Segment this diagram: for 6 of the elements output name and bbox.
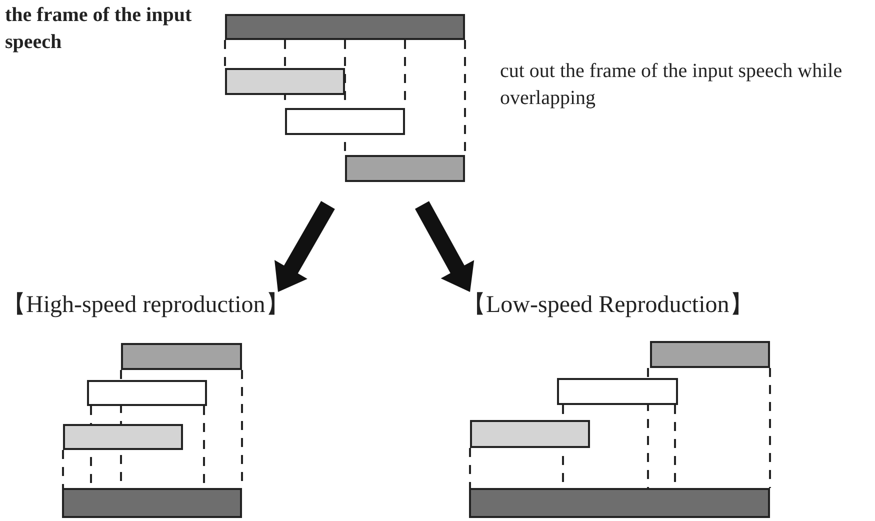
section-heading: 【Low-speed Reproduction】 (462, 290, 754, 320)
section-heading: 【High-speed reproduction】 (2, 290, 290, 320)
arrow (274, 201, 335, 292)
description-text: cut out the frame of the input speech while overlapping (500, 59, 844, 111)
arrow (415, 201, 474, 292)
frame-label: the frame of the input speech (5, 3, 193, 55)
